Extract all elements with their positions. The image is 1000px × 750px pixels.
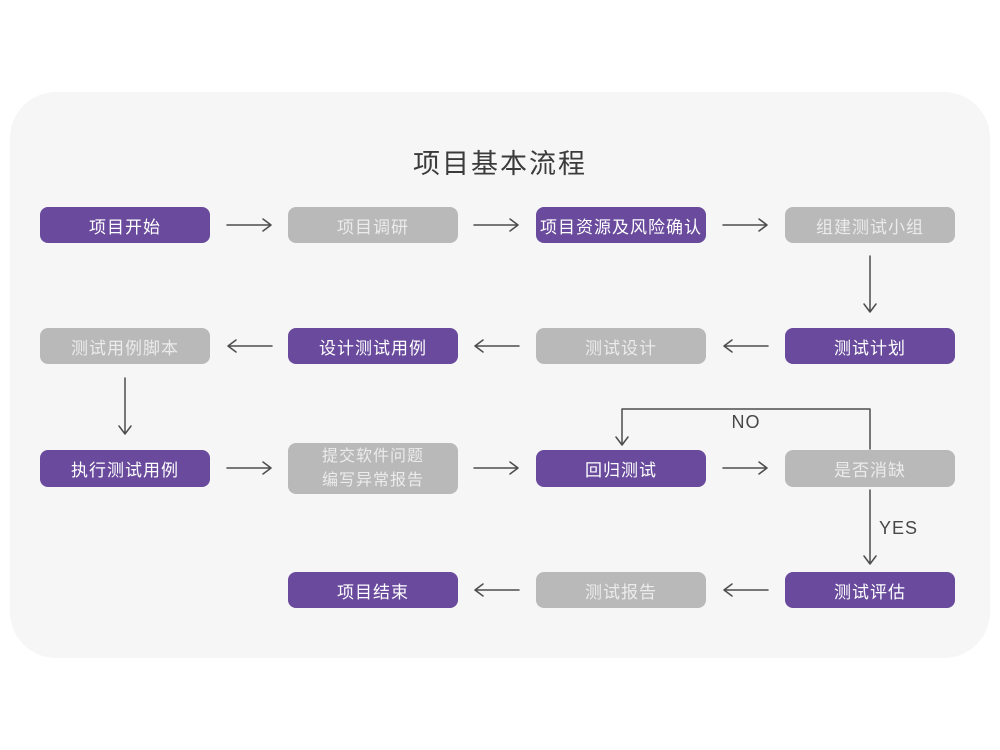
flowchart-card	[10, 92, 990, 658]
node-build-test-team: 组建测试小组	[785, 207, 955, 243]
node-submit-issues-report: 提交软件问题 编写异常报告	[288, 443, 458, 494]
node-project-start: 项目开始	[40, 207, 210, 243]
node-test-plan: 测试计划	[785, 328, 955, 364]
page-title: 项目基本流程	[413, 149, 587, 179]
node-regression-test: 回归测试	[536, 450, 706, 487]
node-submit-issues-report-line2: 编写异常报告	[321, 471, 424, 489]
node-design-test-cases: 设计测试用例	[288, 328, 458, 364]
node-submit-issues-report-line1: 提交软件问题	[321, 448, 424, 466]
node-test-design: 测试设计	[536, 328, 706, 364]
node-test-report: 测试报告	[536, 572, 706, 608]
edge-label-no: NO	[731, 412, 761, 432]
node-project-end: 项目结束	[288, 572, 458, 608]
node-defect-resolved: 是否消缺	[785, 450, 955, 487]
node-test-case-script: 测试用例脚本	[40, 328, 210, 364]
node-project-research: 项目调研	[288, 207, 458, 243]
node-execute-test-cases: 执行测试用例	[40, 450, 210, 487]
node-resource-risk-confirm: 项目资源及风险确认	[536, 207, 706, 243]
edge-label-yes: YES	[879, 518, 919, 538]
node-test-evaluation: 测试评估	[785, 572, 955, 608]
